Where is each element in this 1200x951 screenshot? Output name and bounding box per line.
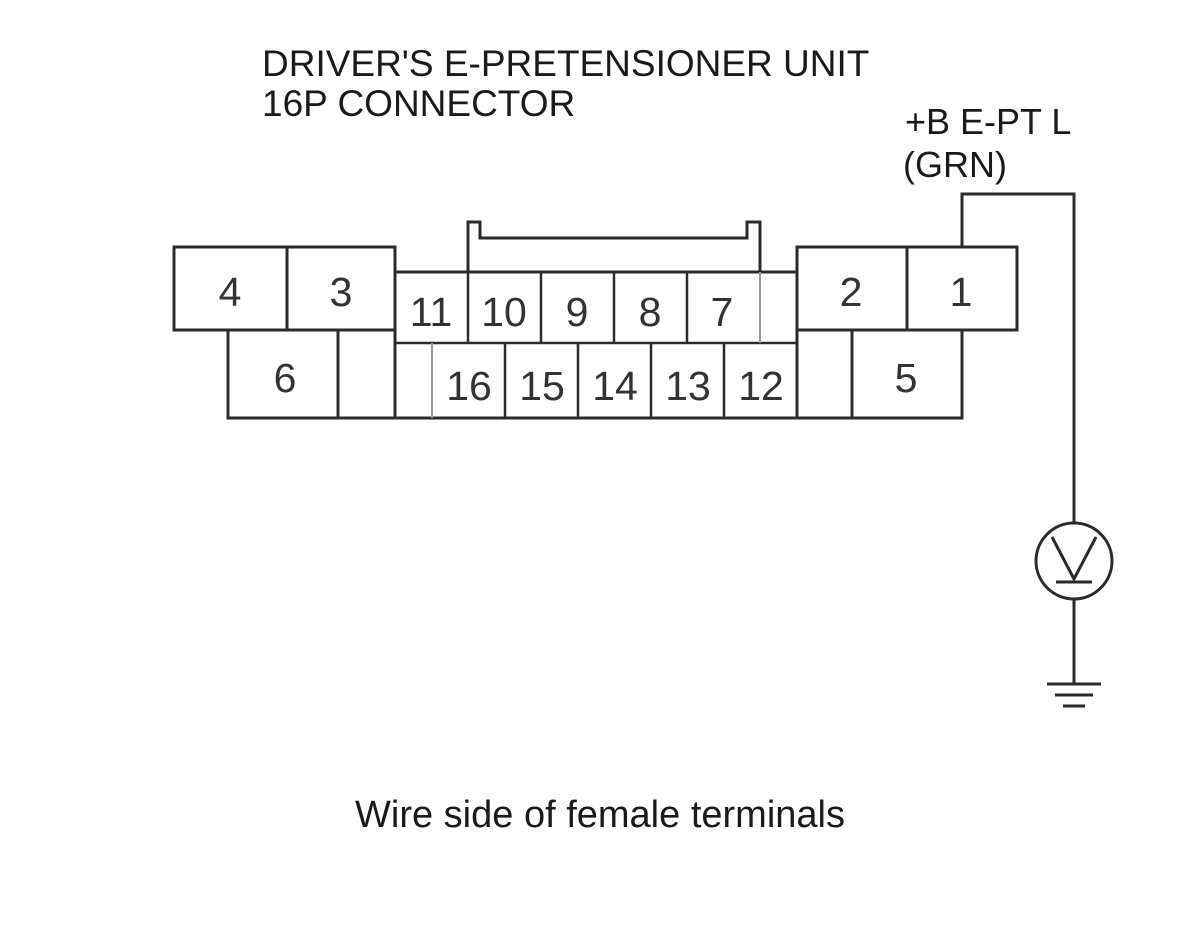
- pin-4: 4: [219, 269, 242, 315]
- title-line-2: 16P CONNECTOR: [262, 83, 575, 124]
- pin-6: 6: [274, 355, 297, 401]
- pin-12: 12: [738, 363, 784, 409]
- pin-3: 3: [330, 269, 353, 315]
- title-line-1: DRIVER'S E-PRETENSIONER UNIT: [262, 43, 869, 84]
- pin-labels: 4 3 11 10 9 8 7 2 1 6 16 15 14 13 12 5: [219, 269, 973, 409]
- pin-7: 7: [711, 289, 734, 335]
- pin-10: 10: [481, 289, 527, 335]
- pin-9: 9: [566, 289, 589, 335]
- pin-14: 14: [592, 363, 638, 409]
- pin-16: 16: [446, 363, 492, 409]
- wire-label-line-2: (GRN): [903, 144, 1007, 185]
- connector-outline: [172, 220, 1019, 420]
- pin-8: 8: [639, 289, 662, 335]
- wire-label-line-1: +B E-PT L: [905, 101, 1071, 142]
- ground-icon: [1047, 682, 1101, 708]
- pin-1: 1: [950, 269, 973, 315]
- voltmeter-icon: [1034, 521, 1114, 601]
- pin-15: 15: [519, 363, 565, 409]
- pin-5: 5: [895, 355, 918, 401]
- pin-11: 11: [410, 289, 453, 335]
- pin-13: 13: [665, 363, 711, 409]
- test-wire: [960, 192, 1076, 522]
- caption: Wire side of female terminals: [355, 794, 845, 836]
- pin-2: 2: [840, 269, 863, 315]
